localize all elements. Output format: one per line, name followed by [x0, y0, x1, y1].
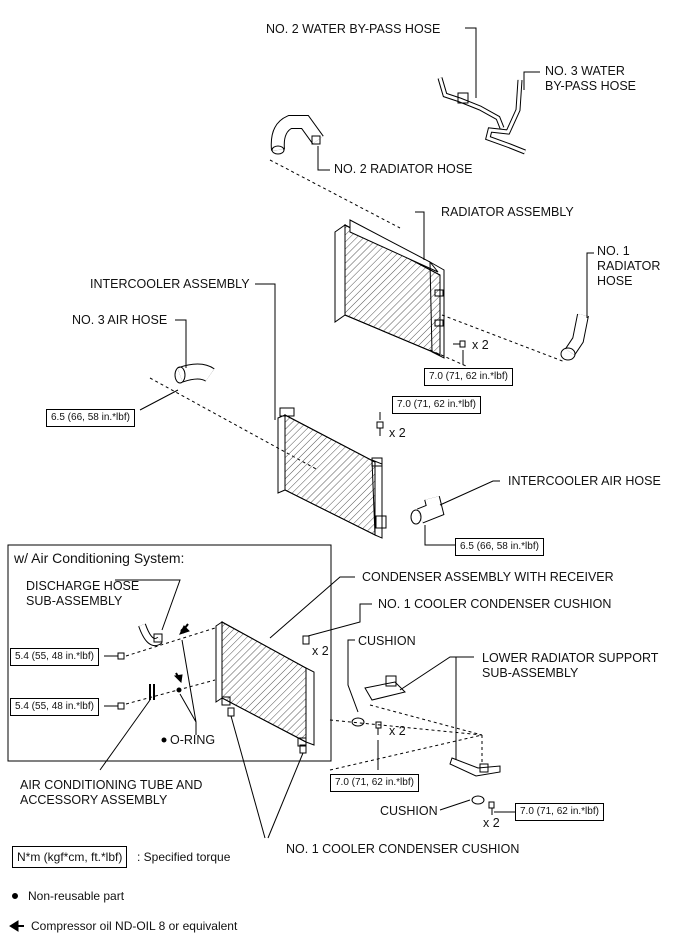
label-no1-radiator-hose: NO. 1 RADIATOR HOSE: [597, 244, 661, 288]
label-cushion-bottom: CUSHION: [380, 804, 438, 818]
radiator-bolt: [453, 340, 466, 348]
qty-lower-support-right: x 2: [483, 816, 500, 830]
no1-radiator-hose-part: [560, 313, 589, 361]
label-cushion-top: CUSHION: [358, 634, 416, 648]
legend-torque-desc: : Specified torque: [137, 850, 231, 864]
intercooler-bolt: [376, 421, 384, 436]
cushion-top-part: [351, 717, 365, 727]
condenser-assembly-part: [215, 621, 315, 747]
no2-water-bypass-hose-part: [437, 77, 505, 129]
legend-non-reusable: Non-reusable part: [28, 889, 125, 903]
qty-radiator: x 2: [472, 338, 489, 352]
torque-intercooler: 7.0 (71, 62 in.*lbf): [392, 396, 481, 414]
label-lower-radiator-support: LOWER RADIATOR SUPPORT SUB-ASSEMBLY: [482, 651, 659, 680]
torque-lower-support-center: 7.0 (71, 62 in.*lbf): [330, 774, 419, 792]
cushion-bottom-part: [471, 795, 485, 805]
ac-system-box: [7, 544, 332, 762]
label-discharge-hose: DISCHARGE HOSE SUB-ASSEMBLY: [26, 579, 140, 608]
label-no1-cooler-condenser-cushion-bottom: NO. 1 COOLER CONDENSER CUSHION: [286, 842, 520, 856]
label-no2-water-bypass-hose: NO. 2 WATER BY-PASS HOSE: [266, 22, 441, 36]
lower-radiator-support-part: [364, 675, 406, 701]
label-no3-water-bypass-hose: NO. 3 WATER BY-PASS HOSE: [545, 64, 637, 93]
qty-condenser-cushion: x 2: [312, 644, 329, 658]
label-intercooler-assembly: INTERCOOLER ASSEMBLY: [90, 277, 250, 291]
torque-radiator: 7.0 (71, 62 in.*lbf): [424, 368, 513, 386]
qty-intercooler: x 2: [389, 426, 406, 440]
intercooler-air-hose-part: [410, 496, 445, 525]
legend-compressor-oil: Compressor oil ND-OIL 8 or equivalent: [31, 919, 238, 933]
label-intercooler-air-hose: INTERCOOLER AIR HOSE: [508, 474, 661, 488]
torque-discharge-hose: 5.4 (55, 48 in.*lbf): [10, 648, 99, 666]
label-condenser-assembly: CONDENSER ASSEMBLY WITH RECEIVER: [362, 570, 614, 584]
discharge-hose-part: [138, 623, 163, 646]
torque-ac-tube: 5.4 (55, 48 in.*lbf): [10, 698, 99, 716]
qty-lower-support-center: x 2: [389, 724, 406, 738]
label-no2-radiator-hose: NO. 2 RADIATOR HOSE: [334, 162, 473, 176]
legend-torque-unit: N*m (kgf*cm, ft.*lbf): [12, 846, 128, 868]
label-no1-cooler-condenser-cushion-top: NO. 1 COOLER CONDENSER CUSHION: [378, 597, 612, 611]
non-reusable-bullet-icon: [161, 737, 167, 743]
label-no3-air-hose: NO. 3 AIR HOSE: [72, 313, 168, 327]
label-ac-tube: AIR CONDITIONING TUBE AND ACCESSORY ASSE…: [20, 778, 203, 807]
no3-air-hose-part: [174, 363, 215, 384]
label-o-ring: O-RING: [170, 733, 216, 747]
torque-no3-air-hose: 6.5 (66, 58 in.*lbf): [46, 409, 135, 427]
intercooler-assembly-part: [277, 407, 387, 539]
radiator-assembly-part: [334, 219, 445, 359]
no2-radiator-hose-part: [270, 115, 324, 155]
torque-lower-support-right: 7.0 (71, 62 in.*lbf): [515, 803, 604, 821]
no3-water-bypass-hose-part: [485, 79, 526, 155]
label-radiator-assembly: RADIATOR ASSEMBLY: [441, 205, 574, 219]
lower-radiator-support-right-part: [449, 757, 501, 777]
torque-intercooler-air-hose: 6.5 (66, 58 in.*lbf): [455, 538, 544, 556]
ac-system-box-title: w/ Air Conditioning System:: [14, 550, 185, 566]
